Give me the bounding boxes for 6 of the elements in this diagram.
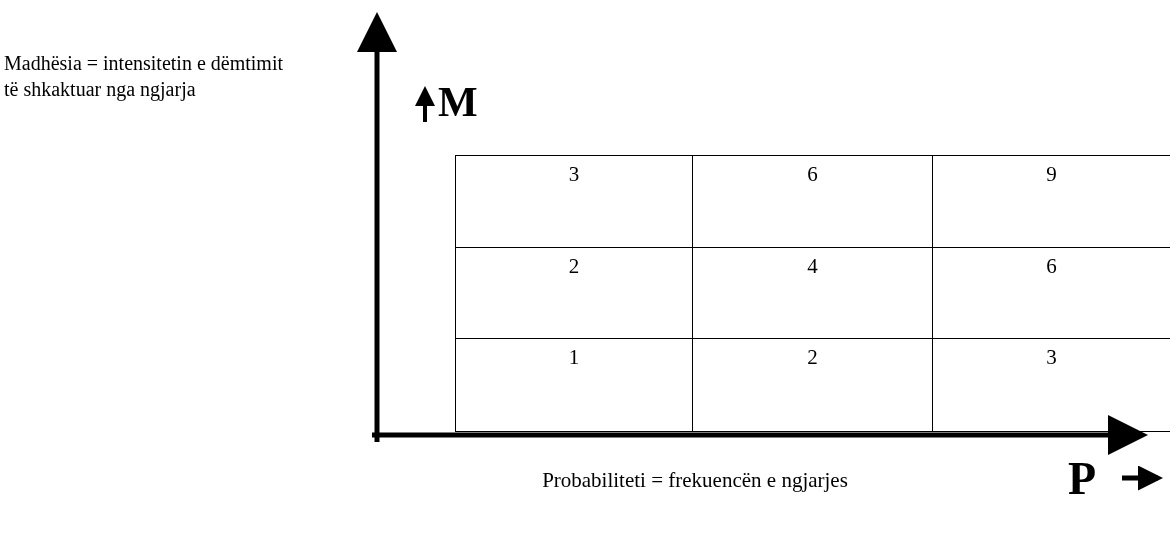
axis-letter: P (1068, 452, 1097, 505)
axis-description: Probabiliteti = frekuencën e ngjarjes (541, 467, 849, 494)
axis-letter: M (438, 78, 478, 126)
matrix-cell: 3 (455, 155, 693, 248)
axis-description: Madhësia = intensitetin e dëmtimit të shkaktuar nga ngjarja (4, 51, 284, 102)
matrix-cell: 1 (455, 338, 693, 432)
